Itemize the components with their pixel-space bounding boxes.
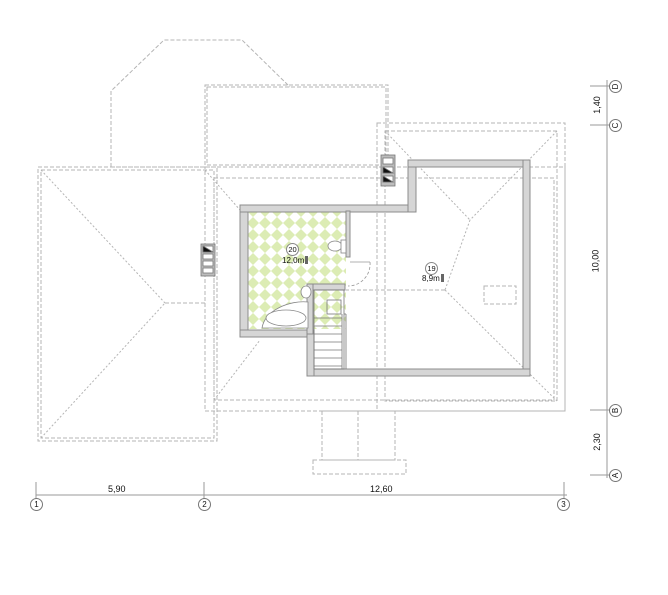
axis-marker-c: C	[609, 119, 622, 132]
dormer-outline	[204, 84, 389, 168]
room-area-20-value: 12,0m	[282, 256, 305, 265]
room-area-20: 12,0m	[282, 256, 309, 265]
axis-marker-2: 2	[198, 498, 211, 511]
axis-marker-3: 3	[557, 498, 570, 511]
roof-outlines	[37, 39, 566, 475]
axis-marker-b: B	[609, 404, 622, 417]
upper-roof-outline	[110, 39, 291, 167]
axis-marker-d: D	[609, 80, 622, 93]
sink-icon	[300, 285, 312, 299]
room-number-20: 20	[286, 243, 299, 256]
axis-marker-1: 1	[30, 498, 43, 511]
dim-label-1-2: 5,90	[108, 484, 126, 494]
toilet-icon	[327, 239, 347, 254]
dim-label-2-3: 12,60	[370, 484, 393, 494]
area-marker-icon	[305, 256, 309, 264]
room-area-19-value: 8,9m	[422, 274, 440, 283]
room-area-19: 8,9m	[422, 274, 444, 283]
dim-label-d-c: 1,40	[591, 96, 602, 114]
door-swing	[347, 261, 371, 287]
bathtub-icon	[261, 301, 309, 329]
window-symbols-top	[380, 154, 396, 187]
axis-marker-a: A	[609, 469, 622, 482]
dim-label-b-a: 2,30	[591, 433, 602, 451]
window-symbols-left	[200, 243, 216, 277]
dimension-lines	[35, 80, 612, 500]
left-wing-outline	[37, 166, 218, 442]
dim-label-c-b: 10,00	[590, 249, 601, 273]
area-marker-icon	[440, 274, 444, 282]
staircase	[313, 289, 347, 370]
room-number-19: 19	[425, 262, 438, 275]
